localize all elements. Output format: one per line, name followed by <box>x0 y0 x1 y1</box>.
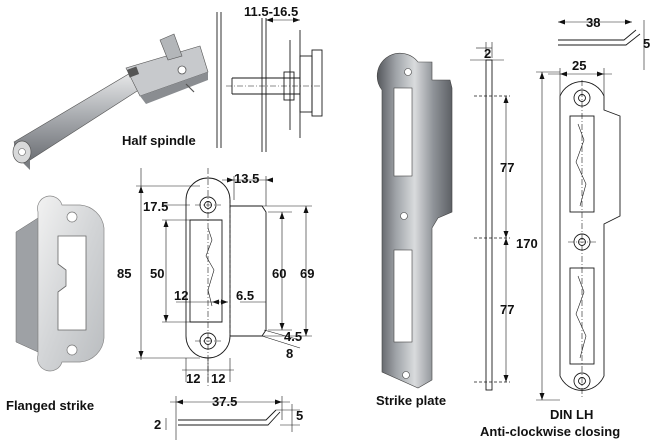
dim-flange-4-5: 4.5 <box>284 329 302 344</box>
dim-flange-8: 8 <box>286 346 293 361</box>
dim-spindle-gap: 11.5-16.5 <box>244 4 298 19</box>
dim-flange-37-5: 37.5 <box>212 394 237 409</box>
dim-flange-12-b: 12 <box>211 371 225 386</box>
dim-flange-12-a: 12 <box>186 371 200 386</box>
dim-strike-77-a: 77 <box>500 160 514 175</box>
dim-flange-5: 5 <box>296 408 303 423</box>
caption-flanged-strike: Flanged strike <box>6 398 94 413</box>
half-spindle-image <box>12 33 209 170</box>
dim-flange-69: 69 <box>300 266 314 281</box>
strike-plate-image <box>376 52 453 389</box>
half-spindle-section <box>216 12 323 152</box>
dim-flange-12-mid: 12 <box>174 288 188 303</box>
strike-plate-section <box>470 42 510 391</box>
caption-strike-plate: Strike plate <box>376 393 446 408</box>
caption-half-spindle: Half spindle <box>122 133 196 148</box>
dim-flange-top: 13.5 <box>234 171 259 186</box>
flanged-strike-drawing <box>136 168 312 440</box>
dim-din-25: 25 <box>572 58 586 73</box>
dim-din-5: 5 <box>643 36 650 51</box>
din-lh-plate-drawing <box>536 19 645 401</box>
dim-strike-77-b: 77 <box>500 302 514 317</box>
dim-flange-17-5: 17.5 <box>143 199 168 214</box>
caption-closing: Anti-clockwise closing <box>480 424 620 439</box>
caption-din-lh: DIN LH <box>550 407 593 422</box>
dim-din-38: 38 <box>586 15 600 30</box>
dim-din-170: 170 <box>516 236 538 251</box>
flanged-strike-image <box>15 195 105 372</box>
dim-flange-2: 2 <box>154 417 161 432</box>
dim-strike-2: 2 <box>484 46 491 61</box>
dim-flange-60: 60 <box>272 266 286 281</box>
dim-flange-6-5: 6.5 <box>236 288 254 303</box>
dim-flange-50: 50 <box>150 266 164 281</box>
dim-flange-85: 85 <box>117 266 131 281</box>
